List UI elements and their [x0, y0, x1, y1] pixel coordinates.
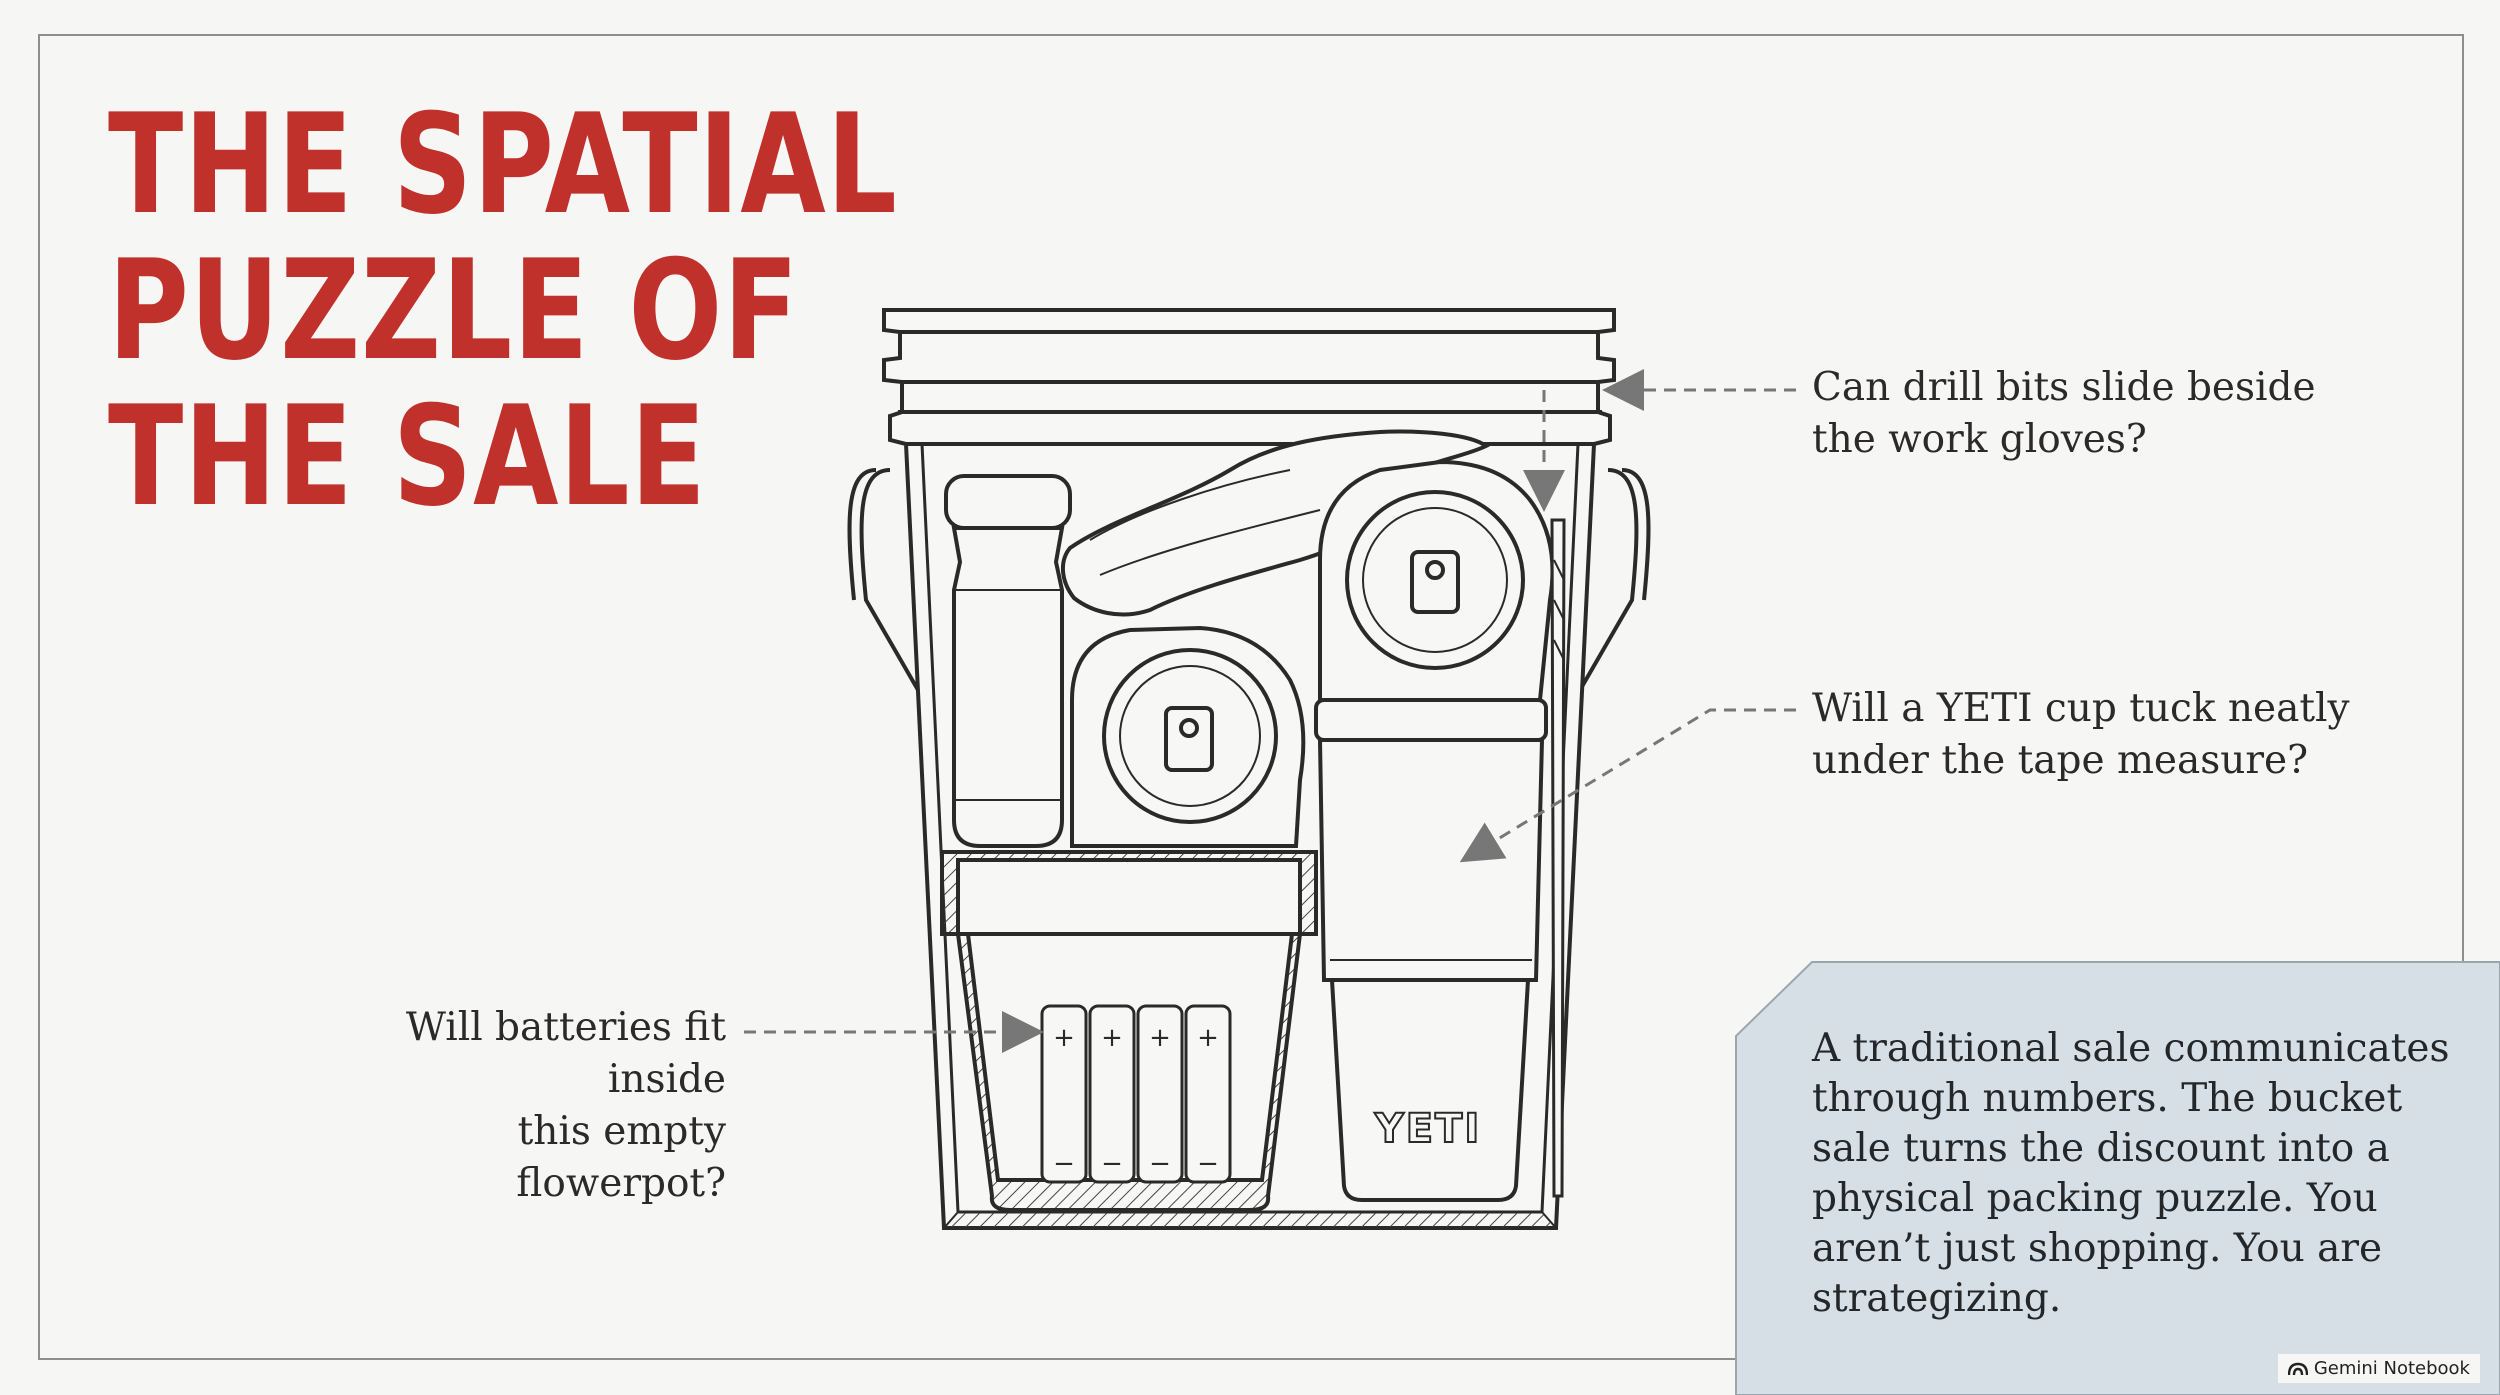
drill-bit — [1550, 518, 1566, 1198]
note-text: A traditional sale communicates through … — [1812, 1026, 2450, 1321]
gemini-notebook-badge: Gemini Notebook — [2277, 1354, 2480, 1383]
svg-text:−: − — [1101, 1149, 1123, 1179]
note-panel — [1735, 961, 2500, 1395]
notebook-logo-icon — [2287, 1362, 2308, 1375]
svg-text:−: − — [1149, 1149, 1171, 1179]
slide-title: THE SPATIAL PUZZLE OF THE SALE — [108, 92, 898, 530]
callout-batteries: Will batteries fit inside this empty flo… — [300, 1002, 726, 1210]
svg-text:+: + — [1149, 1023, 1171, 1053]
bucket-handle — [847, 468, 1651, 692]
slide-frame — [38, 34, 2464, 1360]
batteries: ++ ++ −− −− — [1040, 1004, 1232, 1184]
title-line-1: THE SPATIAL — [108, 84, 898, 245]
callout-drill-bits: Can drill bits slide beside the work glo… — [1812, 362, 2316, 466]
svg-text:+: + — [1101, 1023, 1123, 1053]
callout-drill-line-1: Can drill bits slide beside — [1812, 365, 2316, 410]
badge-label: Gemini Notebook — [2313, 1358, 2470, 1379]
callout-arrows — [744, 369, 1796, 1053]
shaker-bottle — [944, 474, 1072, 848]
svg-text:−: − — [1053, 1149, 1075, 1179]
yeti-logo: YETI — [1374, 1106, 1481, 1152]
callout-batteries-line-2: this empty flowerpot? — [516, 1109, 726, 1206]
tape-measure-upper — [1318, 459, 1555, 702]
title-line-2: PUZZLE OF — [108, 230, 800, 391]
callout-yeti-line-1: Will a YETI cup tuck neatly — [1812, 686, 2350, 731]
title-line-3: THE SALE — [108, 376, 707, 537]
callout-batteries-line-1: Will batteries fit inside — [405, 1005, 726, 1102]
svg-text:+: + — [1197, 1023, 1219, 1053]
svg-text:−: − — [1197, 1149, 1219, 1179]
tape-measure-lower — [1070, 625, 1306, 848]
yeti-tumbler — [1314, 698, 1548, 1202]
svg-text:+: + — [1053, 1023, 1075, 1053]
callout-yeti-cup: Will a YETI cup tuck neatly under the ta… — [1812, 683, 2350, 787]
callout-yeti-line-2: under the tape measure? — [1812, 738, 2309, 783]
callout-drill-line-2: the work gloves? — [1812, 417, 2147, 462]
